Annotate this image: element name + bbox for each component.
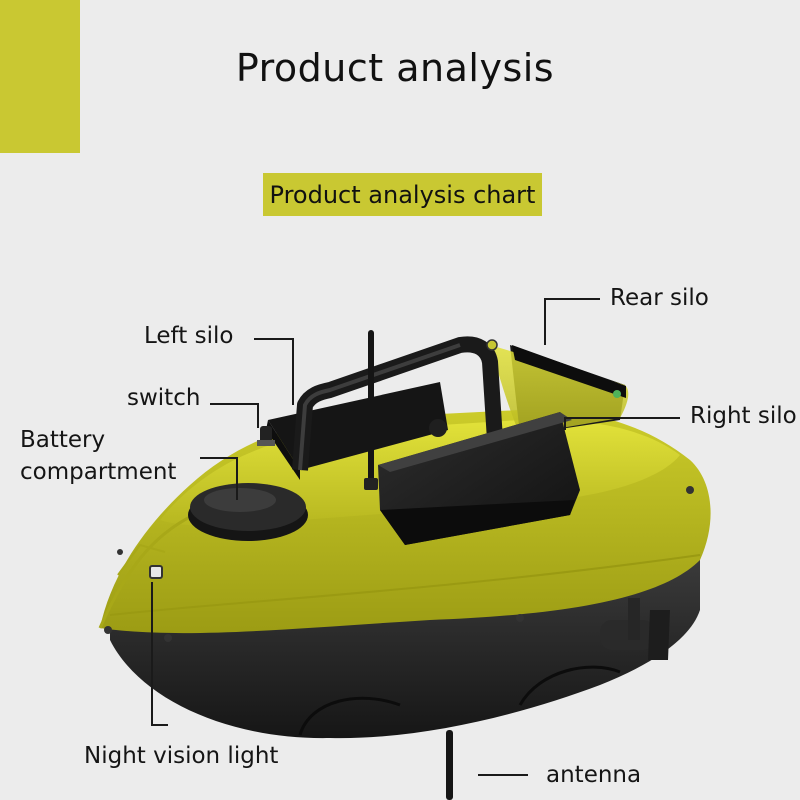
left-silo	[266, 382, 448, 480]
night-light-icon	[149, 565, 163, 579]
carry-handle	[292, 336, 503, 471]
antenna-icon	[364, 330, 378, 490]
rear-silo	[490, 345, 629, 435]
motor-propeller	[600, 598, 670, 660]
callout-night-light: Night vision light	[84, 743, 279, 769]
battery-cap	[188, 483, 308, 541]
spare-antenna-icon	[446, 730, 453, 800]
switch-icon	[257, 426, 275, 446]
callout-switch: switch	[127, 385, 201, 411]
callout-right-silo: Right silo	[690, 403, 797, 429]
chart-title-badge: Product analysis chart	[263, 173, 542, 216]
right-silo	[378, 412, 580, 545]
callout-battery-line1: Battery	[20, 427, 106, 453]
callout-rear-silo: Rear silo	[610, 285, 709, 311]
callout-battery-line2: compartment	[20, 459, 177, 485]
accent-corner-block	[0, 0, 80, 153]
rear-led	[486, 339, 498, 351]
callout-left-silo: Left silo	[144, 323, 234, 349]
page-title: Product analysis	[235, 46, 555, 90]
callout-antenna: antenna	[546, 762, 642, 788]
deck-knob	[429, 419, 447, 437]
callout-lines	[151, 298, 680, 776]
status-led	[613, 390, 621, 398]
